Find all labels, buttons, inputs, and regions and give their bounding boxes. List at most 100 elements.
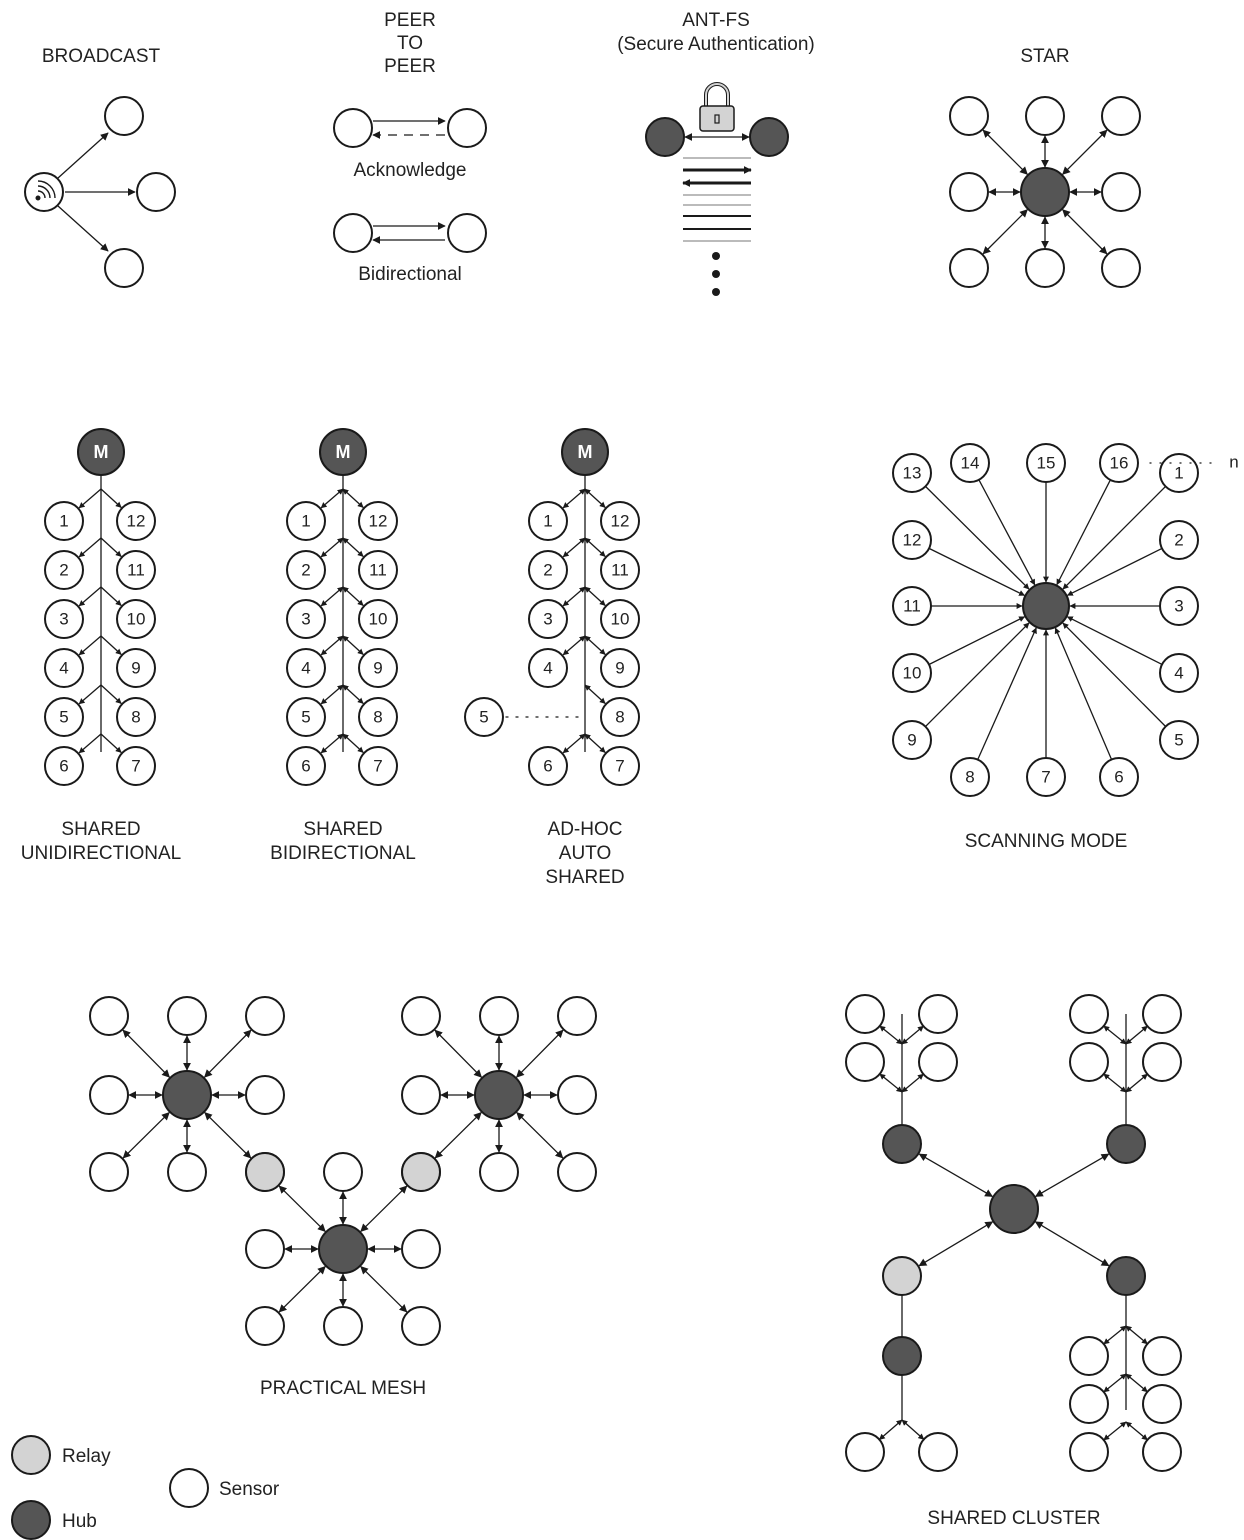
scanning-mode-title: SCANNING MODE [965,831,1128,852]
slave-node-label: 3 [301,610,310,629]
link-arrow [1125,1421,1148,1441]
link-arrow [100,537,122,557]
link-arrow [78,635,102,656]
slave-node-label: 6 [59,757,68,776]
broadcast-receiver [104,96,144,136]
slave-node-label: 8 [615,708,624,727]
central-hub [989,1184,1039,1234]
link-arrow [1125,1073,1148,1093]
wireless-signal-icon [35,180,56,201]
link-arrow [1062,129,1108,175]
shared-bidirectional-title-line1: SHARED [303,819,382,840]
slave-node [528,599,568,639]
link-arrow [1062,485,1167,590]
slave-node [600,550,640,590]
slave-node-label: 1 [301,512,310,531]
hub-node [318,1224,368,1274]
slave-node [358,648,398,688]
slave-node-label: 1 [59,512,68,531]
link-arrow [928,616,1026,666]
slave-node [600,648,640,688]
link-arrow [1125,1025,1148,1045]
slave-node-label: 7 [615,757,624,776]
link-arrow [901,1025,924,1045]
link-arrow [878,1419,903,1441]
slave-node [44,501,84,541]
link-arrow [982,129,1028,175]
link-arrow [516,1029,564,1078]
scan-node [1099,443,1139,483]
adhoc-title-line1: AD-HOC [548,819,623,840]
slave-node-label: 3 [59,610,68,629]
link-arrow [562,635,586,656]
scan-node [1026,757,1066,797]
slave-node-label: 5 [301,708,310,727]
link-arrow [100,684,122,704]
link-arrow [978,479,1036,586]
slave-node-label: 8 [131,708,140,727]
link-arrow [100,635,122,655]
detached-node [464,697,504,737]
sensor-node [1142,1336,1182,1376]
master-label: M [94,442,109,462]
sensor-node [1142,994,1182,1034]
hub-node [1106,1256,1146,1296]
slave-node-label: 6 [301,757,310,776]
slave-node [116,648,156,688]
slave-node [600,501,640,541]
link-arrow [434,1029,482,1078]
sensor-node [89,996,129,1036]
link-arrow [918,1221,994,1267]
link-arrow [1125,1325,1148,1345]
sensor-node [918,1432,958,1472]
link-arrow [879,1073,903,1093]
link-arrow [342,733,364,753]
sensor-node [845,1042,885,1082]
link-arrow [278,1266,326,1313]
sensor-node [245,996,285,1036]
link-arrow [562,488,586,509]
link-arrow [78,586,102,607]
link-arrow [901,1419,925,1440]
practical-mesh-topology [89,996,597,1346]
link-arrow [1034,1153,1110,1198]
sensor-node [1069,1384,1109,1424]
slave-node-label: 11 [127,561,145,580]
sensor-node [557,996,597,1036]
star-title: STAR [1020,46,1069,67]
scan-node-label: 6 [1114,768,1123,787]
link-arrow [78,733,102,754]
link-arrow [977,627,1037,760]
link-arrow [982,209,1028,255]
slave-node [286,550,326,590]
sensor-node [167,996,207,1036]
sensor-node [1101,248,1141,288]
scan-node-label: 16 [1110,454,1129,473]
broadcast-receiver [104,248,144,288]
link-arrow [320,537,344,558]
scan-node-label: 1 [1174,464,1183,483]
slave-node-label: 10 [369,610,388,629]
acknowledge-label: Acknowledge [353,160,466,181]
sensor-node [1025,248,1065,288]
slave-node-label: 9 [373,659,382,678]
slave-node [358,599,398,639]
slave-node [116,550,156,590]
link-arrow [78,684,102,705]
scanning-hub [1022,582,1070,630]
link-arrow [1103,1421,1127,1441]
link-arrow [584,684,606,704]
master-node [561,428,609,476]
link-arrow [1125,1373,1148,1393]
antfs-subtitle: (Secure Authentication) [617,34,815,55]
link-arrow [100,733,122,753]
slave-node-label: 1 [543,512,552,531]
scan-node [1159,586,1199,626]
sensor-node [949,248,989,288]
sensor-node [1069,1336,1109,1376]
link-arrow [100,586,122,606]
legend-sensor-label: Sensor [219,1479,280,1500]
sensor-node [89,1075,129,1115]
